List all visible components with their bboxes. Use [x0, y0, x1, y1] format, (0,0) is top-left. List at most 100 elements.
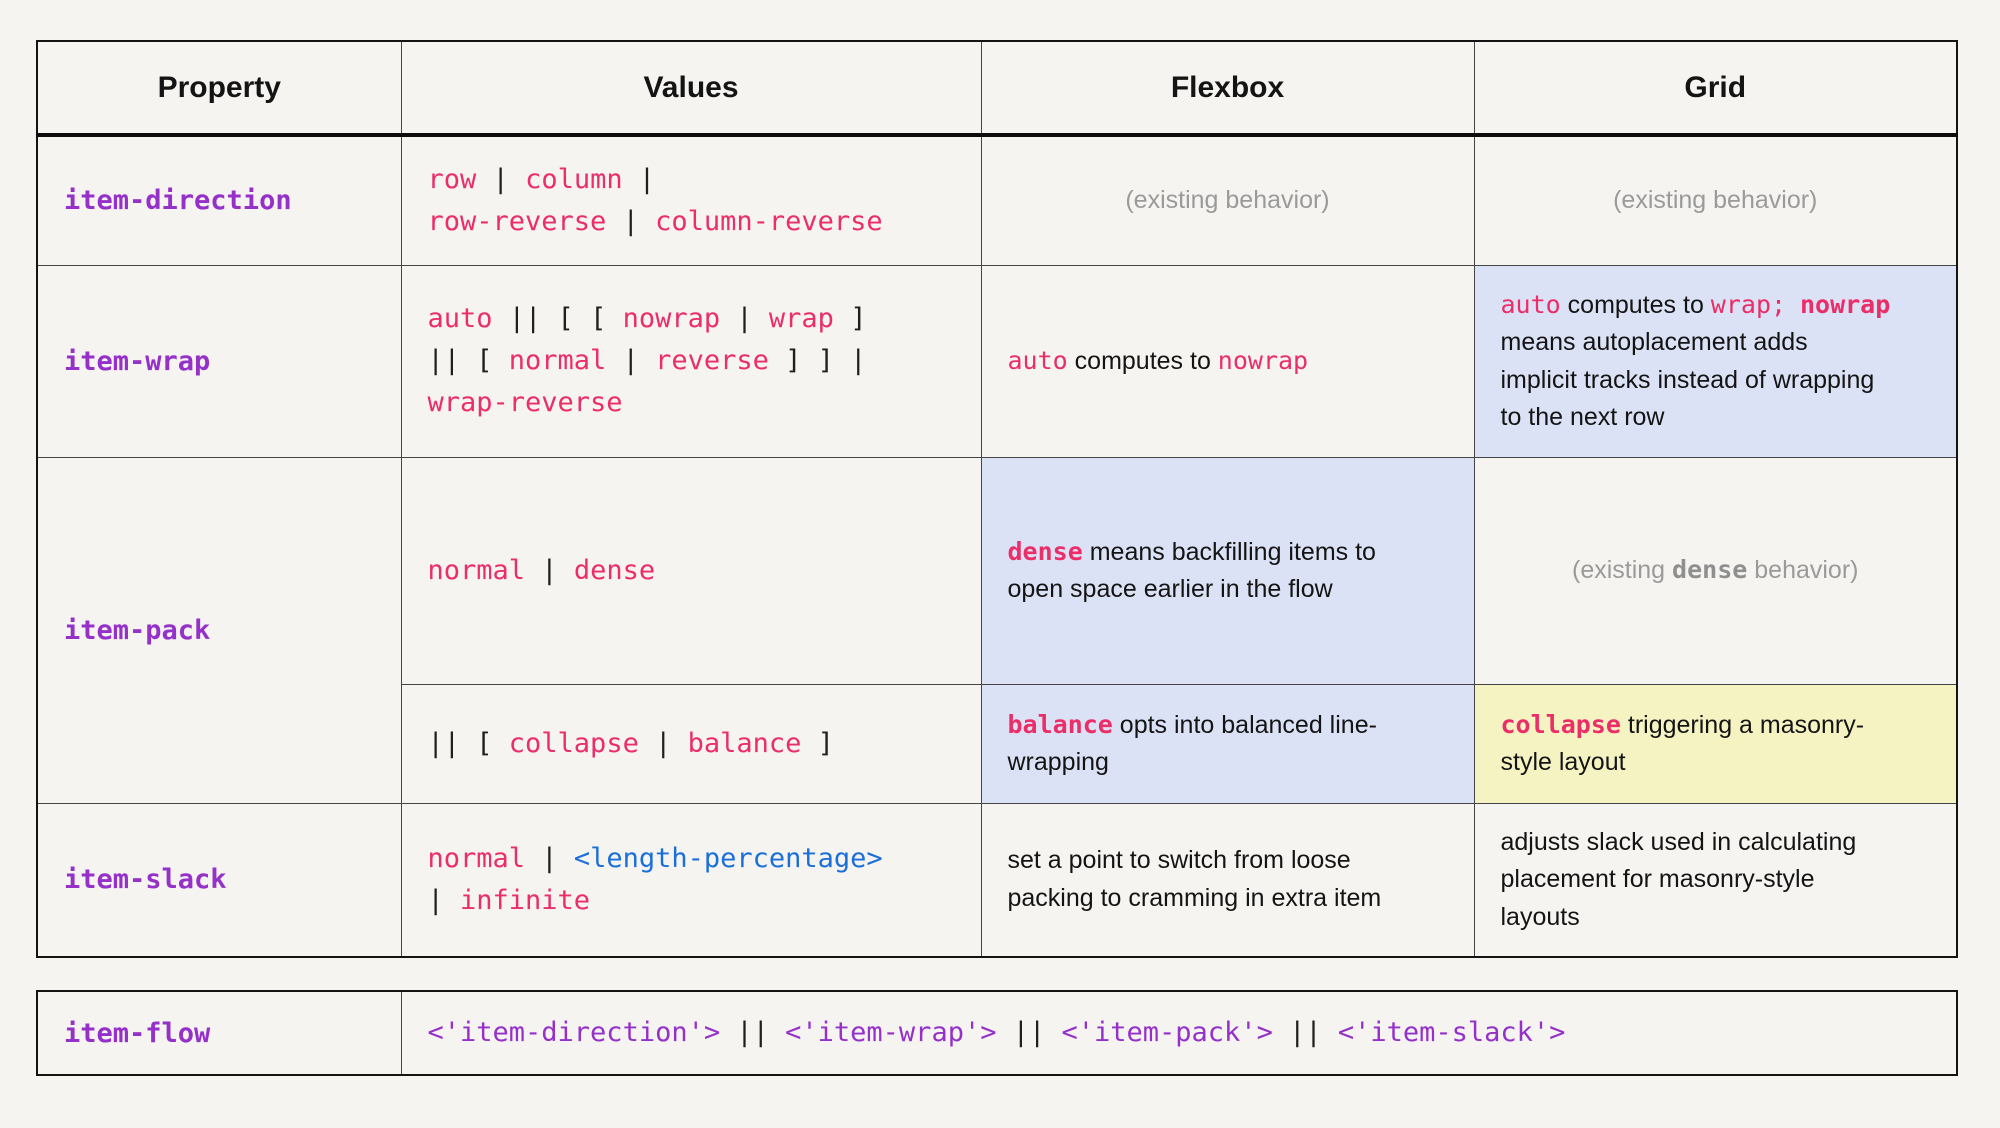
flexbox-cell-item-pack-2: balance opts into balanced line-wrapping	[980, 683, 1475, 804]
text-segment: reverse	[655, 345, 769, 377]
text-segment: auto	[427, 303, 493, 335]
text-segment: auto	[1007, 345, 1068, 375]
text-segment: <'item-pack'>	[1061, 1017, 1273, 1049]
row-item-direction: item-direction row | column |row-reverse…	[36, 134, 1958, 266]
row-item-flow: item-flow <'item-direction'> || <'item-w…	[36, 990, 1958, 1076]
text-segment: balance	[1007, 709, 1113, 739]
text-segment: implicit tracks instead of wrapping	[1500, 365, 1875, 394]
text-segment: means autoplacement adds	[1500, 328, 1808, 356]
property-cell-item-direction: item-direction	[36, 134, 402, 266]
text-segment: ||	[720, 1017, 786, 1049]
text-segment: nowrap	[1217, 345, 1309, 375]
text-segment: wrap;	[1710, 289, 1787, 319]
text-segment: (existing behavior)	[1613, 186, 1818, 214]
text-segment: <'item-direction'>	[427, 1017, 721, 1049]
grid-cell-item-pack-1: (existing dense behavior)	[1473, 456, 1958, 685]
values-cell-item-pack-2: || [ collapse | balance ]	[400, 683, 982, 804]
property-cell-item-pack: item-pack	[36, 456, 402, 804]
property-name-item-wrap: item-wrap	[64, 345, 211, 377]
text-segment: column	[525, 163, 623, 195]
text-segment: || [	[427, 727, 509, 759]
text-segment: |	[606, 345, 656, 377]
property-name-item-direction: item-direction	[64, 185, 292, 217]
shorthand-table: item-flow <'item-direction'> || <'item-w…	[36, 990, 1958, 1076]
text-segment: triggering a masonry-	[1620, 710, 1865, 739]
property-name-item-slack: item-slack	[64, 864, 227, 896]
row-item-slack: item-slack normal | <length-percentage>|…	[36, 802, 1958, 958]
header-row: Property Values Flexbox Grid	[36, 40, 1958, 137]
text-segment: row-reverse	[427, 205, 607, 237]
text-segment: ]	[801, 727, 834, 759]
grid-cell-item-slack: adjusts slack used in calculating placeme…	[1473, 802, 1958, 958]
text-segment: infinite	[460, 884, 591, 916]
text-segment: packing to cramming in extra item	[1007, 883, 1382, 912]
values-cell-item-wrap: auto || [ [ nowrap | wrap ]|| [ normal |…	[400, 264, 982, 458]
column-header-property: Property	[36, 40, 402, 137]
text-segment: balance	[687, 727, 802, 759]
text-segment: (existing behavior)	[1125, 186, 1330, 214]
text-segment: wrap-reverse	[427, 386, 623, 418]
text-segment: to the next row	[1500, 403, 1665, 431]
text-segment: collapse	[508, 727, 639, 759]
flexbox-cell-item-slack: set a point to switch from loose packing …	[980, 802, 1475, 958]
text-segment: |	[638, 727, 688, 759]
values-cell-item-direction: row | column |row-reverse | column-rever…	[400, 134, 982, 266]
text-segment: <'item-slack'>	[1337, 1017, 1566, 1049]
property-name-item-pack: item-pack	[64, 614, 211, 646]
property-comparison-table: Property Values Flexbox Grid item-direct…	[36, 40, 1958, 958]
text-segment: style layout	[1500, 748, 1626, 776]
text-segment: (existing	[1572, 556, 1673, 585]
flexbox-cell-item-direction: (existing behavior)	[980, 134, 1475, 266]
row-item-wrap: item-wrap auto || [ [ nowrap | wrap ] || …	[36, 264, 1958, 458]
column-header-grid: Grid	[1473, 40, 1958, 137]
row-item-pack-2: || [ collapse | balance ] balance opts i…	[37, 683, 1958, 804]
text-segment: |	[427, 884, 461, 916]
text-segment: means backfilling items to	[1082, 537, 1376, 566]
text-segment: layouts	[1500, 902, 1580, 931]
text-segment: wrap	[768, 303, 834, 335]
text-segment: || [	[427, 345, 509, 377]
values-cell-item-flow: <'item-direction'> || <'item-wrap'> || <…	[400, 990, 1958, 1076]
values-cell-item-pack-1: normal | dense	[400, 456, 982, 685]
property-cell-item-flow: item-flow	[36, 990, 402, 1076]
text-segment: row	[427, 163, 477, 195]
text-segment: set a point to switch from loose	[1007, 846, 1351, 875]
text-segment: placement for masonry-style	[1500, 865, 1815, 893]
flexbox-cell-item-wrap: auto computes to nowrap	[980, 264, 1475, 458]
grid-cell-item-pack-2: collapse triggering a masonry-style layo…	[1473, 683, 1958, 804]
text-segment: || [ [	[492, 303, 623, 335]
text-segment: normal	[427, 554, 526, 586]
length-percentage-link[interactable]: <length-percentage>	[573, 842, 883, 874]
page: Property Values Flexbox Grid item-direct…	[36, 40, 1958, 1076]
text-segment: ]	[833, 303, 867, 335]
text-segment: ||	[1272, 1017, 1338, 1049]
text-segment: column-reverse	[655, 205, 883, 237]
text-segment: |	[720, 303, 769, 335]
text-segment: |	[606, 205, 656, 237]
column-header-flexbox: Flexbox	[980, 40, 1475, 137]
text-segment: |	[525, 554, 574, 586]
text-segment: auto	[1500, 289, 1561, 319]
text-segment: normal	[427, 842, 526, 874]
text-segment: opts into balanced line-	[1112, 710, 1377, 739]
text-segment: dense	[1672, 555, 1748, 585]
text-segment: |	[476, 163, 526, 195]
property-cell-item-slack: item-slack	[36, 802, 402, 958]
text-segment: adjusts slack used in calculating	[1500, 827, 1857, 856]
text-segment: computes to	[1560, 290, 1711, 319]
text-segment: computes to	[1067, 346, 1218, 375]
row-item-pack-1: item-pack normal | dense dense means bac…	[36, 456, 1958, 804]
text-segment: behavior)	[1747, 556, 1859, 585]
property-name-item-flow: item-flow	[64, 1017, 211, 1049]
text-segment: collapse	[1500, 709, 1621, 739]
text-segment	[1786, 291, 1800, 319]
property-cell-item-wrap: item-wrap	[36, 264, 402, 458]
text-segment: <'item-wrap'>	[785, 1017, 997, 1049]
text-segment: |	[525, 842, 574, 874]
text-segment: dense	[1007, 536, 1083, 566]
text-segment: ||	[996, 1017, 1062, 1049]
text-segment: nowrap	[622, 303, 721, 335]
values-cell-item-slack: normal | <length-percentage>| infinite	[400, 802, 982, 958]
